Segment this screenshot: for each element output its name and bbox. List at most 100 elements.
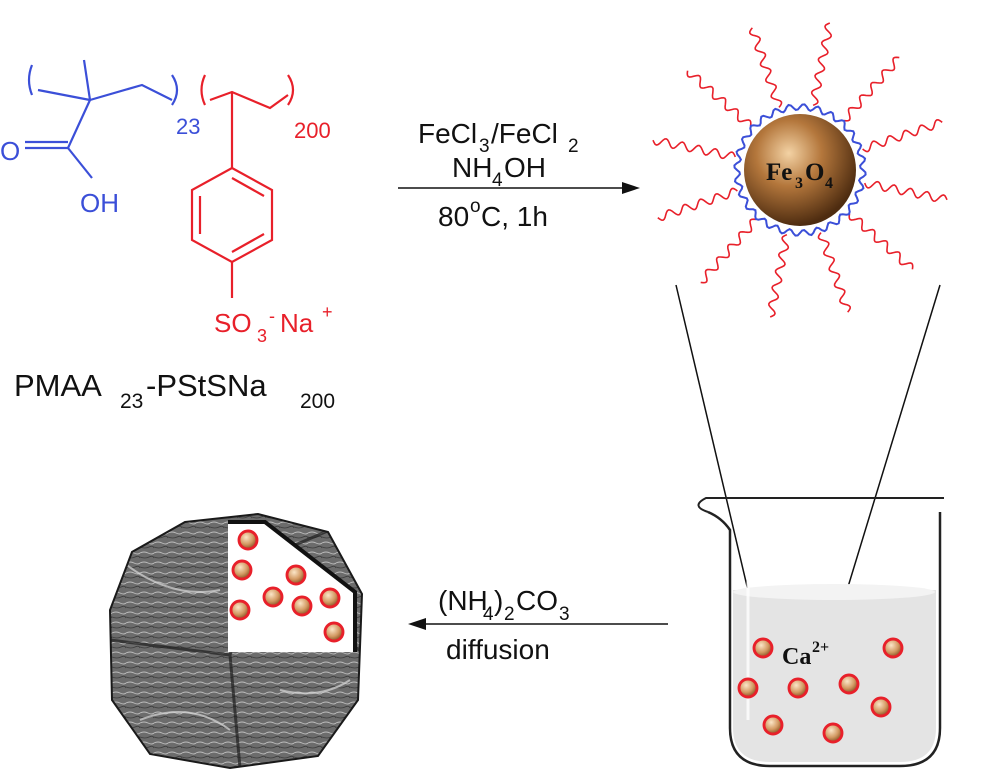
coated-particle <box>870 696 892 718</box>
reagent-fecl3-sub: 3 <box>479 136 490 157</box>
backbone-bond <box>89 83 173 102</box>
brush-chain <box>848 213 914 270</box>
phenyl-ring <box>190 166 274 264</box>
coated-particle <box>262 586 284 608</box>
brush-chain <box>843 56 900 122</box>
carbonyl-o-label: O <box>0 136 20 166</box>
bracket-left-200 <box>200 74 207 106</box>
carbonate-sub2: 2 <box>504 604 515 625</box>
arrow-1-head <box>622 182 640 194</box>
reagent-line-2: NH 4 OH <box>452 152 546 191</box>
carbonate-part3: CO <box>516 585 558 616</box>
reagent-fecl3: FeCl <box>418 118 477 149</box>
fe3o4-nanoparticle: Fe 3 O 4 <box>652 22 948 318</box>
condition-line: 80 o C, 1h <box>438 196 548 232</box>
reagent-fecl2-sub: 2 <box>568 136 579 157</box>
crystal-highlights <box>119 559 351 731</box>
sulfonate-sub: 3 <box>257 326 267 346</box>
subscript-23: 23 <box>176 114 200 139</box>
polymer-name-sub1: 23 <box>120 390 143 413</box>
beaker-solution <box>733 590 936 762</box>
beaker-rim <box>697 497 944 513</box>
coated-particle <box>787 677 809 699</box>
polymer-structure: O OH 23 200 SO 3 - Na + PMAA 23 -PStSNa … <box>0 59 335 413</box>
reaction-1: FeCl 3 /FeCl 2 NH 4 OH 80 o C, 1h <box>398 118 640 232</box>
brush-chain <box>748 27 783 108</box>
carbonate-part1: (NH <box>438 585 488 616</box>
reagent-nh-sub: 4 <box>492 170 503 191</box>
inset-border <box>228 520 357 652</box>
core-label-o: O <box>805 159 824 186</box>
calcium-charge: 2+ <box>812 639 829 656</box>
condition-degree: o <box>470 196 481 217</box>
coated-particle <box>822 722 844 744</box>
methyl-bond <box>82 59 92 101</box>
coated-particle <box>285 564 307 586</box>
coated-particle <box>323 621 345 643</box>
inset-background <box>228 522 355 652</box>
polymer-name-mid: -PStSNa <box>146 368 267 403</box>
beaker-particles <box>737 637 904 744</box>
reagent-nh: NH <box>452 152 492 183</box>
ring-double-bonds <box>198 177 265 253</box>
polymer-name-main: PMAA <box>14 368 102 403</box>
coated-particle <box>231 559 253 581</box>
crystal-inset <box>228 520 357 652</box>
coated-particle <box>838 673 860 695</box>
polymer-brush-chains <box>652 22 948 318</box>
bracket-right-23 <box>171 74 179 106</box>
coated-particle <box>737 677 759 699</box>
polymer-name-sub2: 200 <box>300 390 335 413</box>
reagent-oh: OH <box>504 152 546 183</box>
beaker-outline <box>707 510 942 768</box>
inset-particles <box>229 529 345 643</box>
brush-chain <box>652 137 737 160</box>
brush-chain <box>657 187 738 222</box>
beaker: Ca 2+ <box>697 497 944 768</box>
coated-particle <box>882 637 904 659</box>
coated-particle <box>229 599 251 621</box>
coated-particle <box>752 637 774 659</box>
brush-chain <box>767 233 790 318</box>
core-label-sub1: 3 <box>795 175 803 192</box>
carbonate-sub3: 3 <box>559 604 570 625</box>
core-label-fe: Fe <box>766 159 792 186</box>
pmaa-block <box>25 59 179 179</box>
subscript-200: 200 <box>294 118 331 143</box>
calcite-crystal-sem <box>108 512 364 770</box>
brush-chain <box>700 218 757 284</box>
bracket-left <box>27 64 34 96</box>
brush-chain <box>863 180 948 203</box>
core-label-sub2: 4 <box>825 175 833 192</box>
coated-particle <box>291 595 313 617</box>
hydroxyl-bond <box>67 147 93 179</box>
calcium-ion-label: Ca 2+ <box>782 639 829 670</box>
core-label: Fe 3 O 4 <box>766 159 833 192</box>
counterion-plus: + <box>322 302 333 322</box>
carbonate-reagent: (NH 4 ) 2 CO 3 <box>438 585 570 625</box>
hydroxyl-label: OH <box>80 188 119 218</box>
carbonate-sub1: 4 <box>483 604 494 625</box>
sulfonate-label: SO 3 - Na + <box>214 302 333 346</box>
styrene-backbone <box>209 90 289 110</box>
arrow-2-head <box>408 618 426 630</box>
pstsna-block <box>190 74 295 298</box>
coated-particle <box>319 587 341 609</box>
counterion: Na <box>280 308 314 338</box>
solution-surface <box>733 584 935 600</box>
brush-chain <box>686 70 752 127</box>
brush-chain <box>810 22 833 107</box>
condition-rest: C, 1h <box>481 201 548 232</box>
reaction-2: (NH 4 ) 2 CO 3 diffusion <box>408 585 668 665</box>
diffusion-label: diffusion <box>446 634 550 665</box>
bond <box>37 88 91 102</box>
crystal-outline <box>108 512 364 770</box>
pmaa-shell-scallop <box>733 103 867 237</box>
reagent-fecl2: /FeCl <box>491 118 558 149</box>
bracket-right-200 <box>287 74 295 106</box>
sulfonate-so: SO <box>214 308 252 338</box>
calcium-symbol: Ca <box>782 644 811 670</box>
polymer-name: PMAA 23 -PStSNa 200 <box>14 368 335 413</box>
